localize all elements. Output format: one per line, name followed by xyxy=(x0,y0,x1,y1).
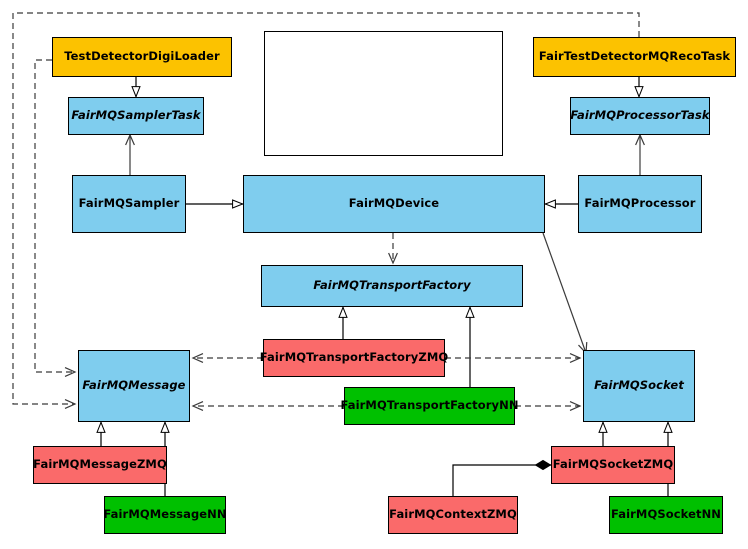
class-label-fairmq-socket: FairMQSocket xyxy=(594,378,684,393)
class-label-fairmq-transport-factory-zmq: FairMQTransportFactoryZMQ xyxy=(259,350,449,365)
class-node-fair-test-detector-mq-reco-task[interactable]: FairTestDetectorMQRecoTask xyxy=(533,37,736,77)
class-label-fairmq-socket-nn: FairMQSocketNN xyxy=(610,507,722,522)
class-label-fairmq-message-nn: FairMQMessageNN xyxy=(103,507,227,522)
class-node-fairmq-message-nn[interactable]: FairMQMessageNN xyxy=(103,496,227,534)
class-label-fairmq-processor-task: FairMQProcessorTask xyxy=(570,108,710,123)
class-node-fairmq-sampler[interactable]: FairMQSampler xyxy=(72,175,186,233)
class-node-fairmq-transport-factory[interactable]: FairMQTransportFactory xyxy=(261,265,523,307)
class-node-test-detector-digi-loader[interactable]: TestDetectorDigiLoader xyxy=(52,37,232,77)
class-node-fairmq-message-zmq[interactable]: FairMQMessageZMQ xyxy=(33,446,167,484)
class-node-fairmq-context-zmq[interactable]: FairMQContextZMQ xyxy=(388,496,518,534)
class-label-fairmq-sampler: FairMQSampler xyxy=(78,196,180,211)
legend-panel xyxy=(264,31,503,156)
class-node-fairmq-message[interactable]: FairMQMessage xyxy=(78,350,190,422)
class-node-fairmq-device[interactable]: FairMQDevice xyxy=(243,175,545,233)
class-node-fairmq-sampler-task[interactable]: FairMQSamplerTask xyxy=(68,97,204,135)
edge-device-socket xyxy=(542,232,588,355)
class-node-fairmq-transport-factory-nn[interactable]: FairMQTransportFactoryNN xyxy=(340,387,518,425)
class-node-fairmq-socket[interactable]: FairMQSocket xyxy=(583,350,695,422)
class-label-fairmq-message: FairMQMessage xyxy=(82,378,186,393)
class-label-fairmq-context-zmq: FairMQContextZMQ xyxy=(389,507,517,522)
class-node-fairmq-socket-nn[interactable]: FairMQSocketNN xyxy=(609,496,723,534)
class-label-fairmq-processor: FairMQProcessor xyxy=(584,196,696,211)
class-label-fairmq-message-zmq: FairMQMessageZMQ xyxy=(33,457,167,472)
class-label-fairmq-device: FairMQDevice xyxy=(348,196,440,211)
class-label-fairmq-sampler-task: FairMQSamplerTask xyxy=(71,108,201,123)
class-label-fairmq-transport-factory: FairMQTransportFactory xyxy=(313,278,471,293)
class-node-fairmq-processor[interactable]: FairMQProcessor xyxy=(578,175,702,233)
class-label-test-detector-digi-loader: TestDetectorDigiLoader xyxy=(64,49,220,64)
class-node-fairmq-transport-factory-zmq[interactable]: FairMQTransportFactoryZMQ xyxy=(260,339,448,377)
class-label-fairmq-transport-factory-nn: FairMQTransportFactoryNN xyxy=(340,398,519,413)
class-node-fairmq-socket-zmq[interactable]: FairMQSocketZMQ xyxy=(551,446,675,484)
class-label-fair-test-detector-mq-reco-task: FairTestDetectorMQRecoTask xyxy=(538,49,731,64)
class-node-fairmq-processor-task[interactable]: FairMQProcessorTask xyxy=(570,97,710,135)
class-label-fairmq-socket-zmq: FairMQSocketZMQ xyxy=(552,457,674,472)
edge-contextzmq-socketzmq xyxy=(452,459,552,496)
